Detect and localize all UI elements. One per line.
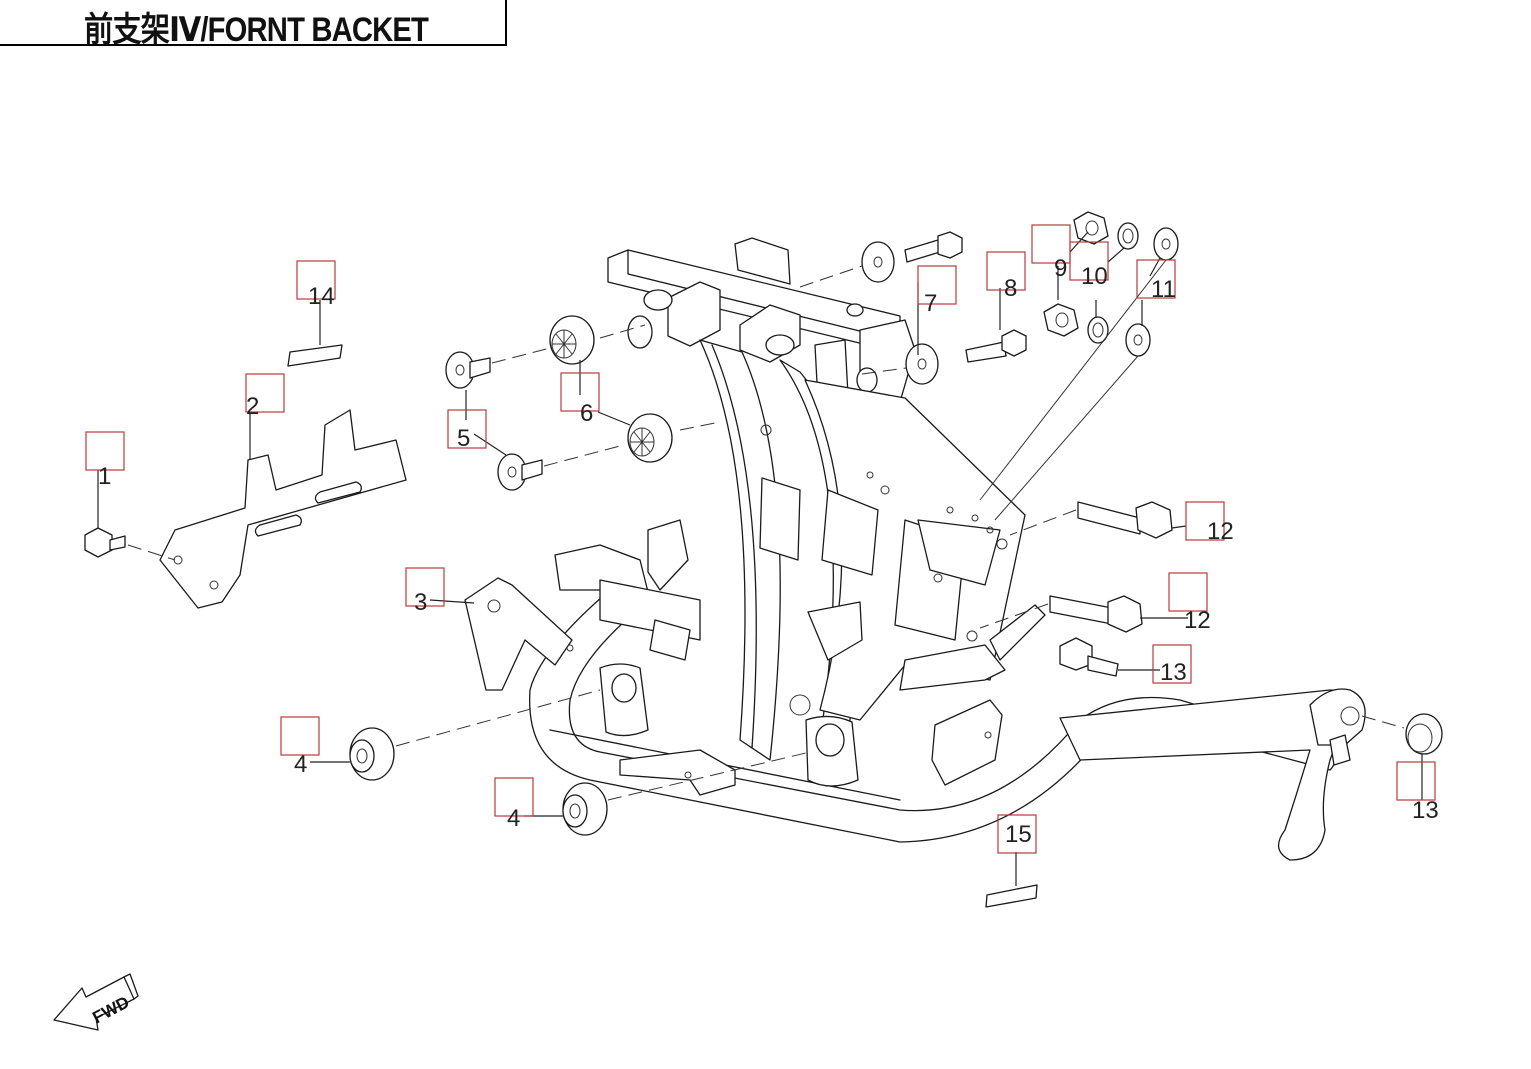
bracket-2 <box>159 409 407 609</box>
svg-text:5: 5 <box>457 425 470 452</box>
svg-text:4: 4 <box>507 805 520 832</box>
fwd-arrow-icon: FWD <box>53 973 139 1031</box>
leader-lines <box>97 231 1423 886</box>
svg-text:6: 6 <box>580 400 593 427</box>
washer-5-upper <box>445 351 491 389</box>
grommet-4-left <box>349 727 395 781</box>
svg-text:8: 8 <box>1004 275 1017 302</box>
nut-9-lower <box>1043 303 1079 337</box>
bolt-12-upper <box>1077 501 1173 539</box>
svg-text:7: 7 <box>924 290 937 317</box>
washer-11-upper <box>1153 227 1179 261</box>
svg-text:3: 3 <box>414 589 427 616</box>
washer-7-upper <box>861 241 895 283</box>
callout-5: 5 <box>447 409 487 452</box>
grommet-6-lower <box>627 413 673 463</box>
svg-text:4: 4 <box>294 751 307 778</box>
svg-text:14: 14 <box>308 283 335 310</box>
callout-7: 7 <box>917 265 957 317</box>
washer-7-lower <box>905 343 939 385</box>
spring-washer-10-lower <box>1087 316 1109 344</box>
callout-1: 1 <box>85 431 125 490</box>
grommet-6-upper <box>549 315 595 365</box>
callout-3: 3 <box>405 567 445 616</box>
svg-text:1: 1 <box>98 463 111 490</box>
title-box: 前支架Ⅳ/FORNT BACKET <box>0 0 507 49</box>
callout-9: 9 <box>1031 224 1071 282</box>
callout-14: 14 <box>296 260 336 310</box>
spring-washer-10-upper <box>1117 222 1139 250</box>
page-title: 前支架Ⅳ/FORNT BACKET <box>84 11 429 49</box>
callout-8: 8 <box>986 251 1026 302</box>
svg-text:11: 11 <box>1151 276 1176 303</box>
svg-text:10: 10 <box>1081 263 1108 290</box>
callout-12b: 12 <box>1168 572 1211 634</box>
washer-5-lower <box>497 453 543 491</box>
callout-2: 2 <box>245 373 285 420</box>
svg-text:12: 12 <box>1184 607 1211 634</box>
svg-text:13: 13 <box>1160 659 1187 686</box>
nut-9-upper <box>1073 211 1109 245</box>
svg-text:2: 2 <box>246 393 259 420</box>
callout-15: 15 <box>997 814 1037 854</box>
bolt-8-upper <box>904 231 963 263</box>
bolt-1 <box>84 527 126 558</box>
bolt-8-lower <box>965 329 1027 363</box>
svg-text:12: 12 <box>1207 518 1234 545</box>
bolt-13 <box>1059 637 1119 677</box>
callout-12a: 12 <box>1185 501 1234 545</box>
shim-15 <box>985 884 1038 908</box>
callout-13b: 13 <box>1396 761 1439 824</box>
washer-11-lower <box>1125 323 1151 357</box>
callout-11: 11 <box>1136 259 1176 303</box>
callout-4a: 4 <box>280 716 320 778</box>
callout-6: 6 <box>560 372 600 427</box>
plug-13 <box>1405 713 1443 755</box>
svg-text:13: 13 <box>1412 797 1439 824</box>
callout-4b: 4 <box>494 777 534 832</box>
shim-14 <box>287 344 343 367</box>
callout-10: 10 <box>1069 241 1109 290</box>
svg-text:9: 9 <box>1054 255 1067 282</box>
bolt-12-lower <box>1049 595 1143 633</box>
svg-text:15: 15 <box>1005 821 1032 848</box>
front-bracket-frame <box>464 237 1366 861</box>
grommet-4-right <box>562 782 608 836</box>
callout-13a: 13 <box>1152 644 1192 686</box>
